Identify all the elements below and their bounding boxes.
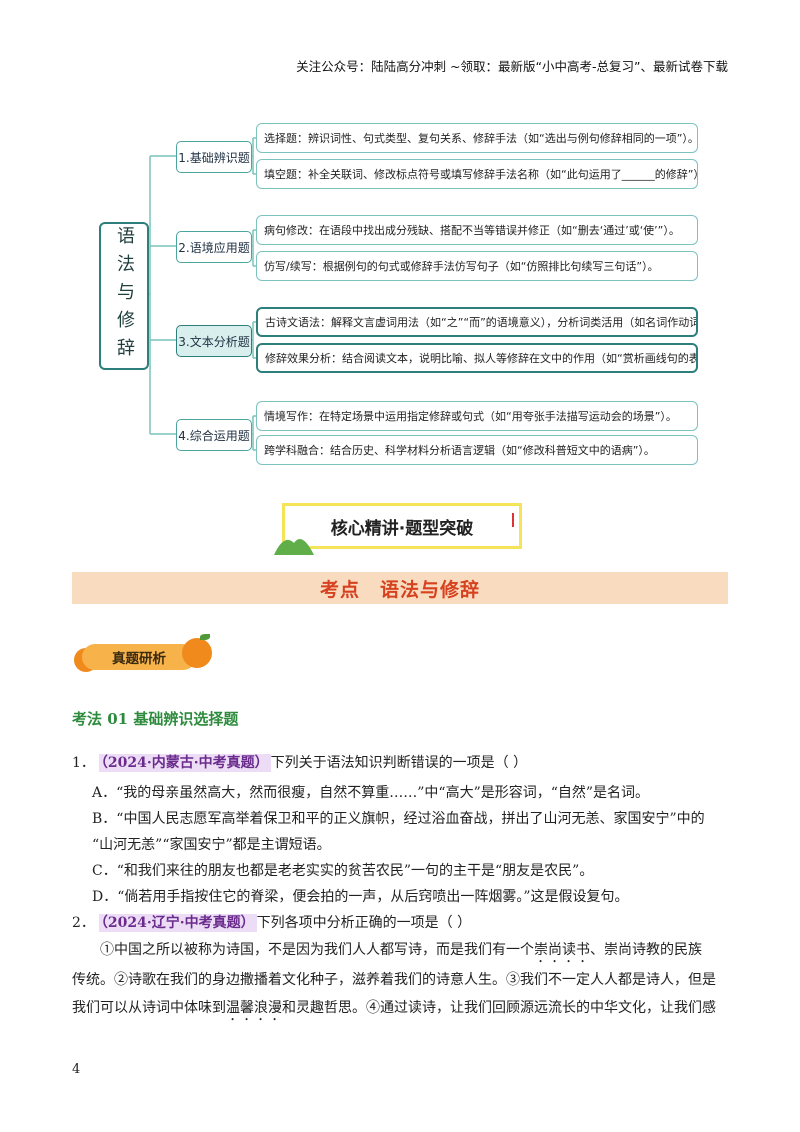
mindmap-category-2: 2.语境应用题 [176,231,252,263]
option-d: D．“倘若用手指按住它的脊梁，便会拍的一声，从后窍喷出一阵烟雾。”这是假设复句。 [92,889,629,905]
passage-line: 我们可以从诗词中体味到温馨浪漫和灵趣哲思。④通过读诗，让我们回顾源远流长的中华文… [72,994,732,1024]
mindmap-leaf: 仿写/续写：根据例句的句式或修辞手法仿写句子（如“仿照排比句续写三句话”）。 [256,251,698,281]
mindmap-root-label: 语法与修辞 [114,226,135,366]
mindmap-category-4: 4.综合运用题 [176,419,252,451]
option-b-continued: “山河无恙”“家国安宁”都是主谓短语。 [92,837,331,853]
passage-line: 传统。②诗歌在我们的身边撒播着文化种子，滋养着我们的诗意人生。③我们不一定人人都… [72,972,716,988]
passage-emphasis: 温馨浪漫 [226,1000,282,1016]
section-title: 考点 语法与修辞 [72,572,728,604]
mindmap-category-3: 3.文本分析题 [176,325,252,357]
passage-text: 、崇尚诗教的民族 [590,942,702,958]
label-pill: 真题研析 [82,644,196,670]
mindmap-leaf: 古诗文语法：解释文言虚词用法（如“之”“而”的语境意义），分析词类活用（如名词作… [256,307,698,337]
source-tag: （2024·辽宁·中考真题） [98,914,257,932]
mindmap-leaf: 填空题：补全关联词、修改标点符号或填写修辞手法名称（如“此句运用了______的… [256,159,698,189]
leaf-icon [200,634,210,640]
option-a: A．“我的母亲虽然高大，然而很瘦，自然不算重……”中“高大”是形容词，“自然”是… [92,785,650,801]
method-heading: 考法 01 基础辨识选择题 [72,710,239,728]
question-stem: 下列各项中分析正确的一项是（ ） [256,915,472,931]
passage-emphasis: 崇尚读书 [534,942,590,958]
page-number: 4 [72,1062,81,1077]
passage-text: 和灵趣哲思。④通过读诗，让我们回顾源远流长的中华文化，让我们感 [282,1000,716,1016]
orange-icon [182,638,212,668]
banner-accent [512,513,514,527]
question-number: 2． [72,915,95,931]
mindmap-leaf: 病句修改：在语段中找出成分残缺、搭配不当等错误并修正（如“删去‘通过’或‘使’”… [256,215,698,245]
question-1: 1．（2024·内蒙古·中考真题）下列关于语法知识判断错误的一项是（ ） [72,752,527,772]
passage-line: ①中国之所以被称为诗国，不是因为我们人人都写诗，而是我们有一个崇尚读书、崇尚诗教… [72,936,732,966]
option-b: B．“中国人民志愿军高举着保卫和平的正义旗帜，经过浴血奋战，拼出了山河无恙、家国… [92,811,705,827]
option-c: C．“和我们来往的朋友也都是老老实实的贫苦农民”一句的主干是“朋友是农民”。 [92,863,594,879]
mindmap-leaf: 情境写作：在特定场景中运用指定修辞或句式（如“用夸张手法描写运动会的场景”）。 [256,401,698,431]
mindmap-category-1: 1.基础辨识题 [176,141,252,173]
question-number: 1． [72,755,95,771]
passage-text: 我们可以从诗词中体味到 [72,1000,226,1016]
source-tag: （2024·内蒙古·中考真题） [98,754,271,772]
header-note: 关注公众号：陆陆高分冲刺 ~领取：最新版“小中高考-总复习”、最新试卷下载 [296,59,728,74]
question-2: 2．（2024·辽宁·中考真题）下列各项中分析正确的一项是（ ） [72,912,471,932]
mindmap-leaf: 选择题：辨识词性、句式类型、复句关系、修辞手法（如“选出与例句修辞相同的一项”）… [256,123,698,153]
label-pill-group: 真题研析 [74,632,214,676]
core-banner-title: 核心精讲·题型突破 [282,503,522,549]
mindmap-root: 语法与修辞 [99,222,149,370]
core-banner: 核心精讲·题型突破 [274,503,522,555]
mindmap-leaf: 修辞效果分析：结合阅读文本，说明比喻、拟人等修辞在文中的作用（如“赏析画线句的表… [256,343,698,373]
question-stem: 下列关于语法知识判断错误的一项是（ ） [270,755,528,771]
mindmap-leaf: 跨学科融合：结合历史、科学材料分析语言逻辑（如“修改科普短文中的语病”）。 [256,435,698,465]
hill-icon [274,539,314,555]
passage-text: ①中国之所以被称为诗国，不是因为我们人人都写诗，而是我们有一个 [100,942,534,958]
question-passage: ①中国之所以被称为诗国，不是因为我们人人都写诗，而是我们有一个崇尚读书、崇尚诗教… [72,936,732,1024]
